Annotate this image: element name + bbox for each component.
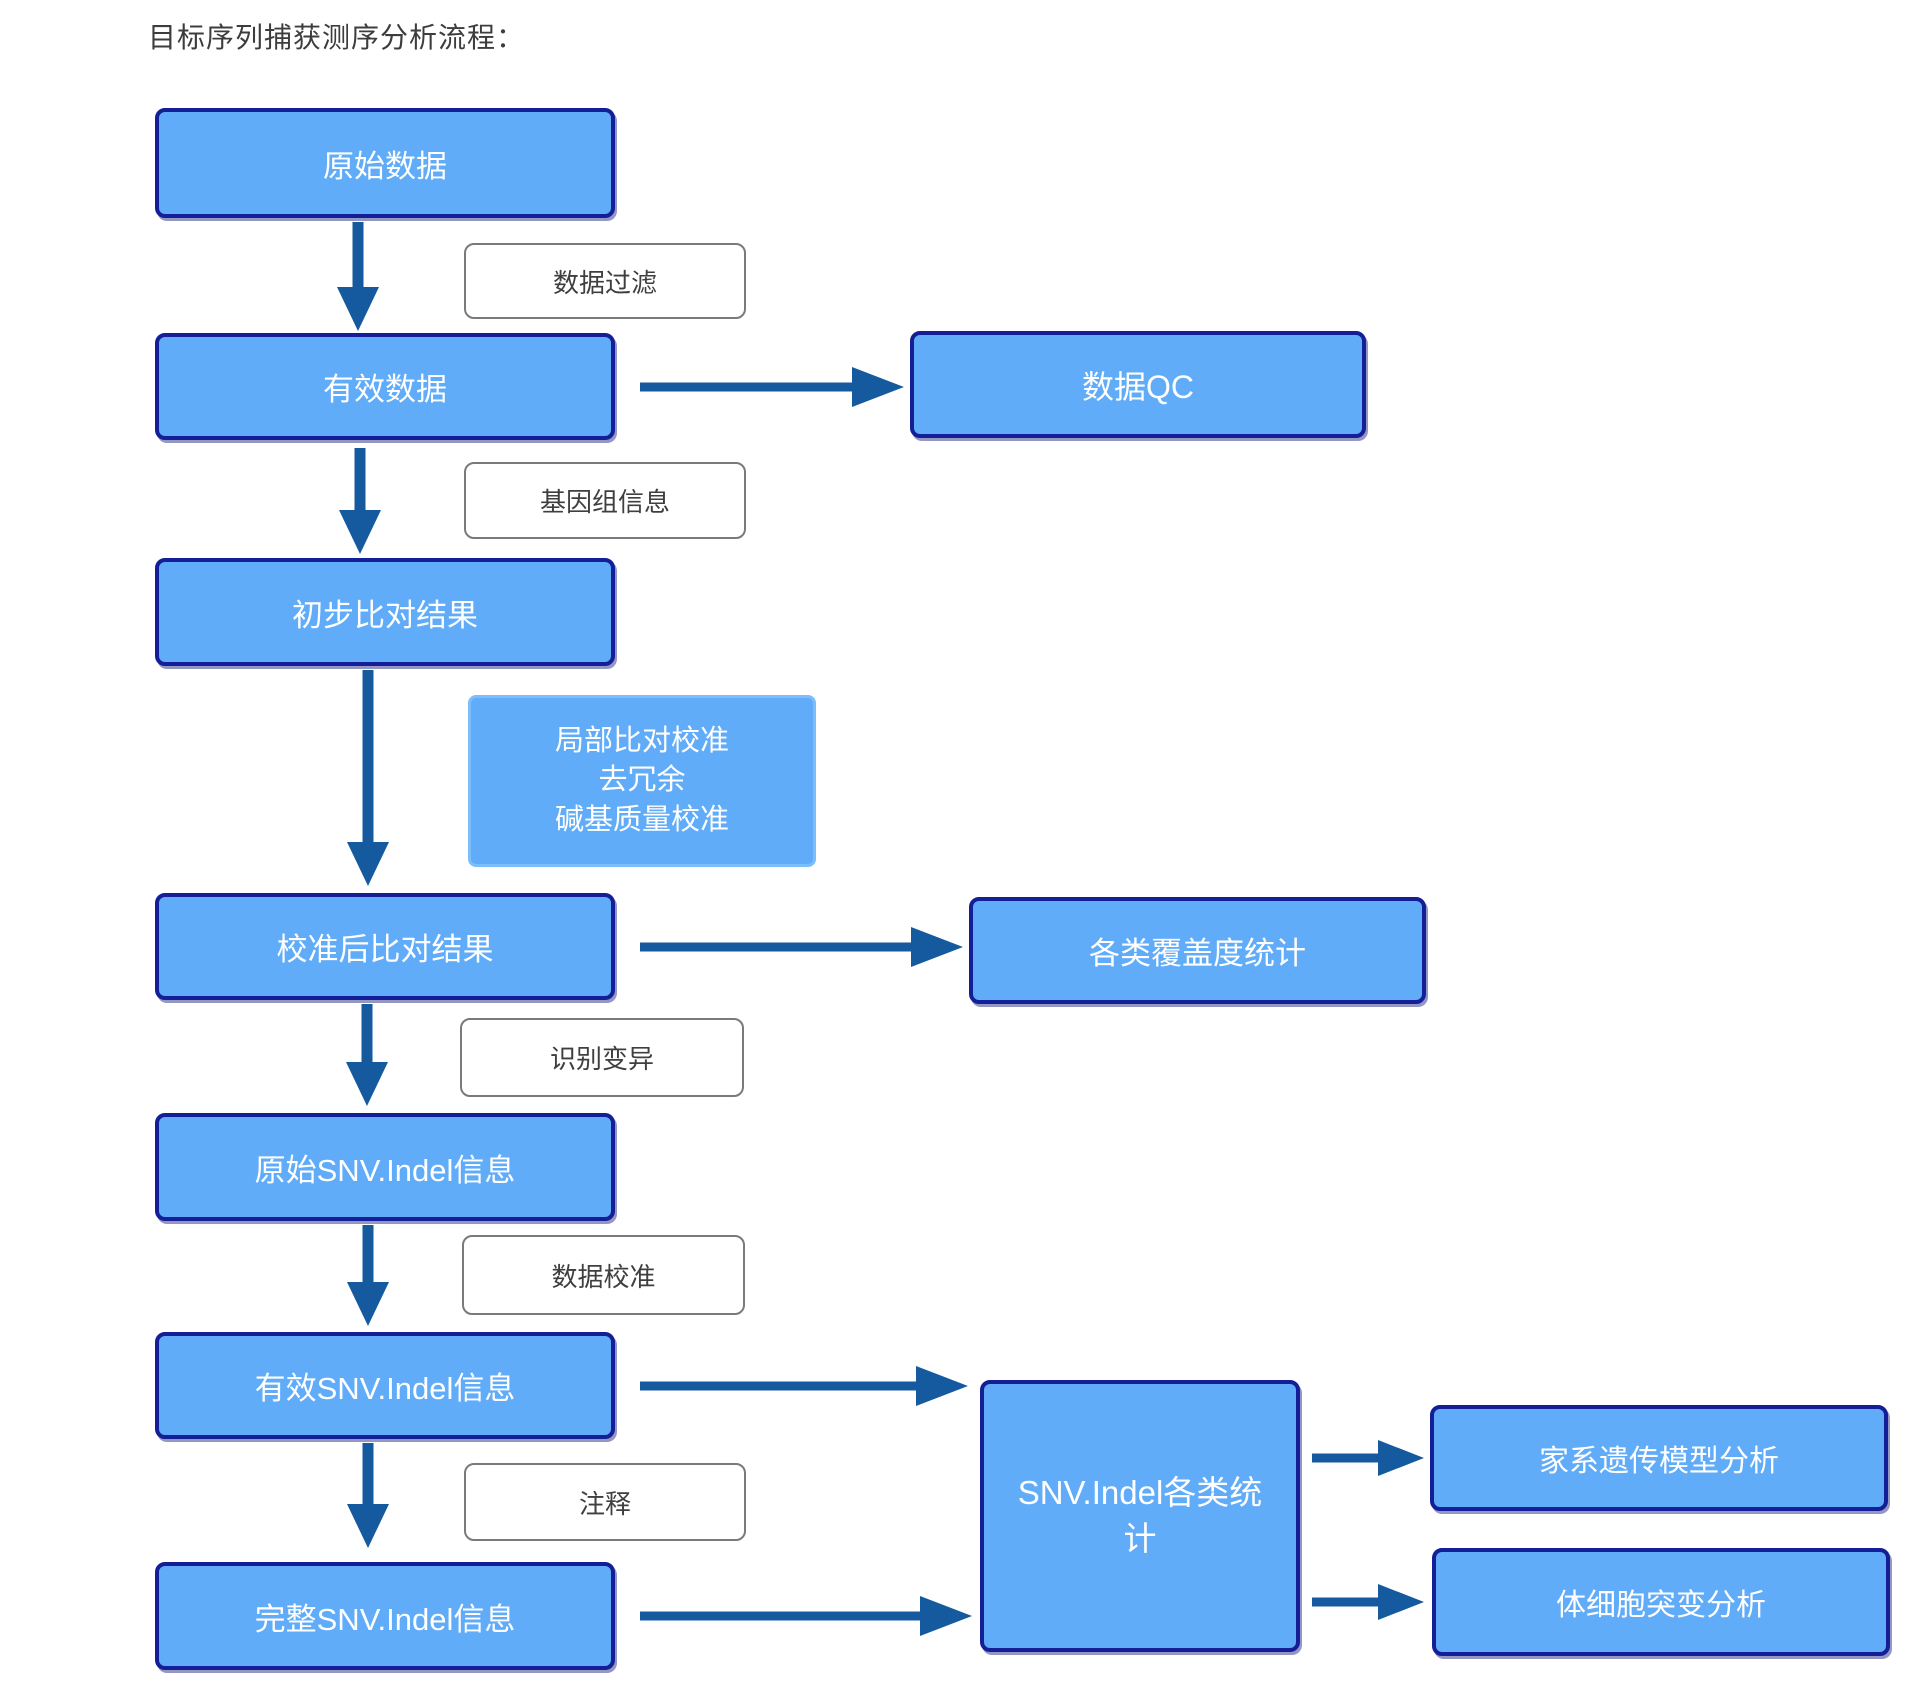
arrow-rawsnv-to-validsnv [347, 1225, 389, 1326]
note-genome-info-label: 基因组信息 [539, 487, 670, 517]
note-realign-line-2: 去冗余 [598, 764, 686, 797]
arrow-validsnv-to-stats [640, 1366, 968, 1406]
node-somatic-mutation-analysis: 体细胞突变分析 [1432, 1548, 1890, 1656]
note-genome-info: 基因组信息 [464, 462, 746, 539]
node-valid-data-label: 有效数据 [323, 372, 447, 407]
note-data-calibration: 数据校准 [462, 1235, 745, 1315]
node-raw-snv-indel: 原始SNV.Indel信息 [155, 1113, 615, 1221]
node-data-qc-label: 数据QC [1081, 368, 1194, 405]
arrow-stats-to-somatic [1312, 1584, 1424, 1620]
node-coverage-stats: 各类覆盖度统计 [969, 897, 1426, 1004]
arrow-calibrated-to-rawsnv [346, 1004, 388, 1106]
node-valid-snv-indel: 有效SNV.Indel信息 [155, 1332, 615, 1439]
node-snv-indel-stats-label: SNV.Indel各类统计 [1017, 1473, 1263, 1557]
arrow-stats-to-pedigree [1312, 1440, 1424, 1476]
node-valid-data: 有效数据 [155, 333, 615, 440]
node-valid-snv-indel-label: 有效SNV.Indel信息 [254, 1371, 516, 1406]
node-calibrated-alignment-label: 校准后比对结果 [276, 932, 494, 967]
node-raw-data-label: 原始数据 [323, 148, 447, 184]
note-realign-line-1: 局部比对校准 [554, 725, 729, 758]
note-realign-dedup-bqsr: 局部比对校准 去冗余 碱基质量校准 [468, 695, 816, 867]
arrow-raw-to-valid [337, 222, 379, 331]
node-snv-indel-stats: SNV.Indel各类统计 [980, 1380, 1300, 1652]
arrow-calibrated-to-coverage [640, 927, 963, 967]
arrow-completesnv-to-stats [640, 1596, 972, 1636]
node-coverage-stats-label: 各类覆盖度统计 [1089, 936, 1306, 971]
node-initial-alignment-label: 初步比对结果 [292, 597, 478, 633]
node-raw-snv-indel-label: 原始SNV.Indel信息 [254, 1152, 516, 1188]
node-initial-alignment: 初步比对结果 [155, 558, 615, 666]
node-complete-snv-indel-label: 完整SNV.Indel信息 [254, 1601, 516, 1637]
node-complete-snv-indel: 完整SNV.Indel信息 [155, 1562, 615, 1670]
note-data-calibration-label: 数据校准 [551, 1261, 656, 1292]
note-annotation: 注释 [464, 1463, 746, 1541]
node-pedigree-model-analysis: 家系遗传模型分析 [1430, 1405, 1888, 1511]
note-variant-calling-label: 识别变异 [549, 1044, 654, 1074]
node-raw-data: 原始数据 [155, 108, 615, 218]
arrow-initial-to-calibrated [347, 670, 389, 886]
node-somatic-mutation-analysis-label: 体细胞突变分析 [1556, 1589, 1766, 1622]
page-title: 目标序列捕获测序分析流程： [148, 22, 526, 53]
arrow-validsnv-to-completesnv [347, 1443, 389, 1548]
note-data-filter: 数据过滤 [464, 243, 746, 319]
node-calibrated-alignment: 校准后比对结果 [155, 893, 615, 1000]
arrow-valid-to-qc [640, 367, 904, 407]
note-annotation-label: 注释 [578, 1488, 631, 1519]
node-data-qc: 数据QC [910, 331, 1366, 438]
node-pedigree-model-analysis-label: 家系遗传模型分析 [1539, 1445, 1779, 1478]
note-variant-calling: 识别变异 [460, 1018, 744, 1097]
arrow-valid-to-initial [339, 448, 381, 554]
note-realign-line-3: 碱基质量校准 [554, 803, 729, 836]
note-data-filter-label: 数据过滤 [552, 267, 657, 298]
